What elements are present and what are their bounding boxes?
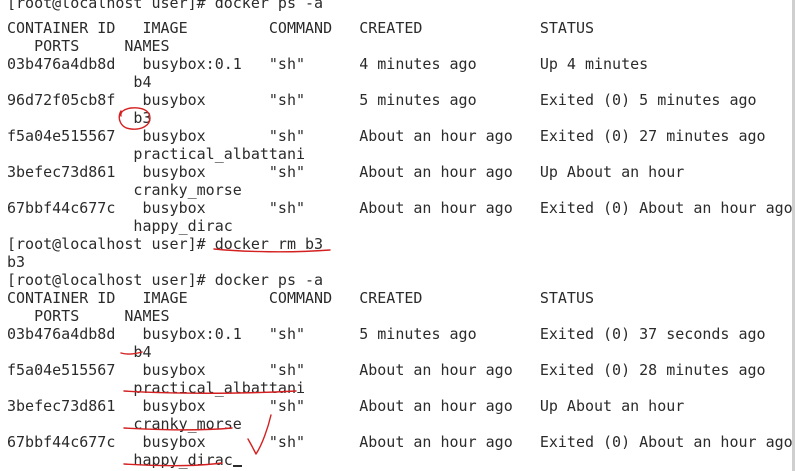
table-row: 67bbf44c677c busybox "sh" About an hour … [7,199,793,217]
table-header-continued: PORTS NAMES [7,307,170,325]
table-row: 96d72f05cb8f busybox "sh" 5 minutes ago … [7,91,757,109]
table-header: CONTAINER ID IMAGE COMMAND CREATED STATU… [7,19,594,37]
scrollbar-edge[interactable] [792,0,795,471]
name-text: happy_dirac [7,451,233,469]
table-header: CONTAINER ID IMAGE COMMAND CREATED STATU… [7,289,594,307]
table-row: 67bbf44c677c busybox "sh" About an hour … [7,433,793,451]
table-row-name: cranky_morse [7,181,242,199]
table-row: 03b476a4db8d busybox:0.1 "sh" 5 minutes … [7,325,766,343]
prompt-line: [root@localhost user]# docker ps -a [7,0,324,12]
prompt-line: [root@localhost user]# docker ps -a [7,271,324,289]
table-row: 03b476a4db8d busybox:0.1 "sh" 4 minutes … [7,55,649,73]
table-row: 3befec73d861 busybox "sh" About an hour … [7,163,685,181]
table-row: f5a04e515567 busybox "sh" About an hour … [7,127,766,145]
prompt-line: [root@localhost user]# docker rm b3 [7,235,324,253]
table-row-name: cranky_morse [7,415,242,433]
table-row-name: practical_albattani [7,379,306,397]
table-row-name: b3 [7,109,152,127]
table-header-continued: PORTS NAMES [7,37,170,55]
table-row-name: happy_dirac [7,451,242,469]
table-row-name: practical_albattani [7,145,306,163]
table-row: 3befec73d861 busybox "sh" About an hour … [7,397,685,415]
table-row-name: happy_dirac [7,217,233,235]
table-row-name: b4 [7,73,152,91]
table-row: f5a04e515567 busybox "sh" About an hour … [7,361,766,379]
text-cursor [232,465,242,467]
command-output: b3 [7,253,26,271]
table-row-name: b4 [7,343,152,361]
